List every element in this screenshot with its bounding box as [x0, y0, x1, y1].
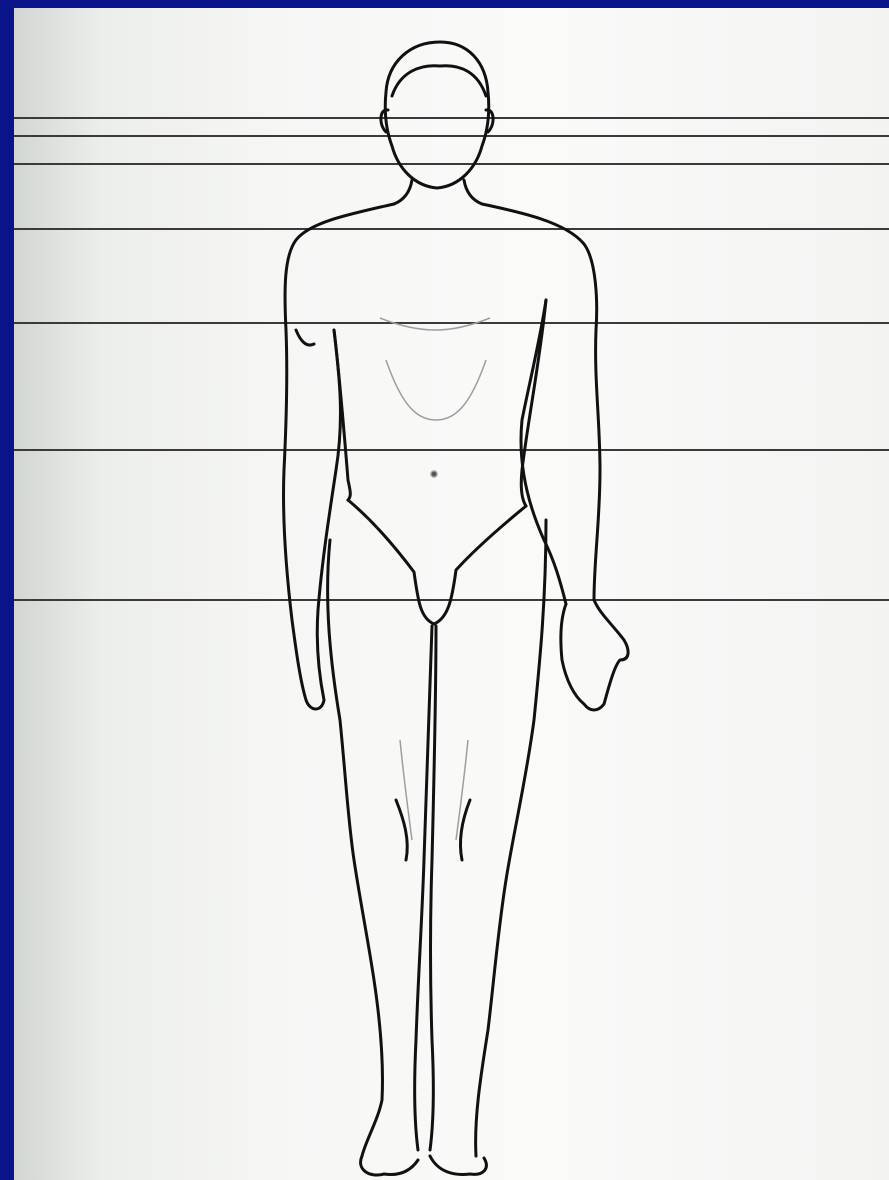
- right-leg-inner: [430, 626, 436, 1150]
- left-knee: [396, 800, 407, 860]
- left-foot: [361, 1156, 418, 1175]
- anatomy-diagram: [14, 8, 889, 1180]
- human-figure-icon: [283, 42, 628, 1175]
- groin-outline: [348, 500, 526, 624]
- right-leg-outer: [476, 520, 546, 1156]
- hair-line: [392, 66, 486, 96]
- left-leg-inner: [415, 626, 432, 1150]
- neck-right: [464, 180, 482, 204]
- reference-lines: [14, 118, 889, 600]
- left-leg-outer: [328, 540, 383, 1156]
- neck-left: [394, 180, 412, 204]
- right-foot: [430, 1156, 486, 1174]
- head-outline: [385, 42, 489, 188]
- right-shoulder-arm: [482, 204, 628, 710]
- left-armpit: [296, 330, 314, 345]
- right-inner-arm: [521, 300, 566, 604]
- right-knee: [460, 800, 470, 860]
- figure-sheet: [14, 8, 889, 1180]
